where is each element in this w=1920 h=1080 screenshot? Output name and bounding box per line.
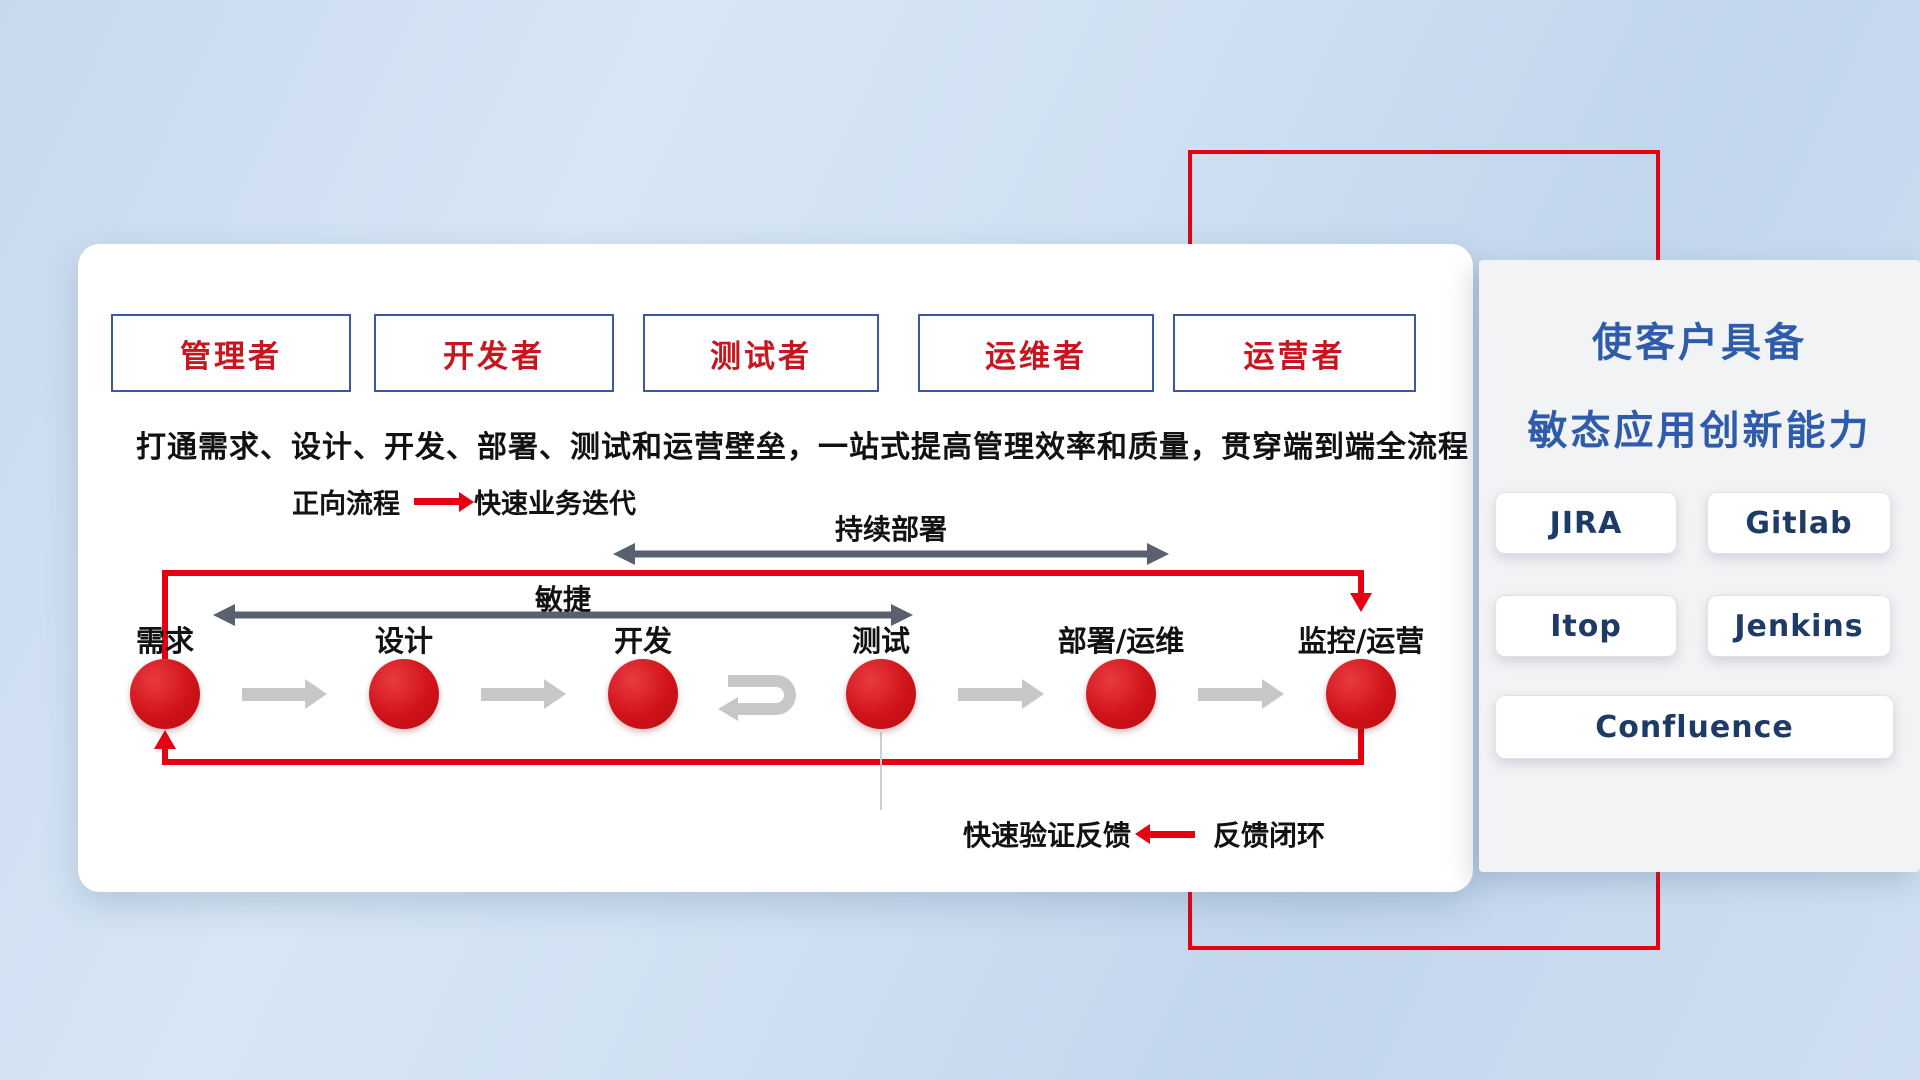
role-box-operator: 运营者 [1173,314,1416,392]
node-label-test: 测试 [851,624,910,658]
node-label-monitor: 监控/运营 [1297,624,1425,658]
role-label: 开发者 [443,338,545,375]
tool-chip-jenkins: Jenkins [1707,595,1891,657]
role-label: 测试者 [710,338,812,375]
tool-label: JIRA [1549,505,1623,541]
role-label: 管理者 [180,338,282,375]
agile-label: 敏捷 [534,583,591,616]
role-box-ops: 运维者 [918,314,1154,392]
capability-title-line2: 敏态应用创新能力 [1527,408,1872,454]
node-label-deploy-ops: 部署/运维 [1057,624,1185,658]
forward-arrow-icon [414,498,460,505]
tool-label: Confluence [1595,709,1794,745]
role-box-manager: 管理者 [111,314,351,392]
tool-chip-gitlab: Gitlab [1707,492,1891,554]
forward-legend-value: 快速业务迭代 [474,489,636,520]
iteration-loop-icon [728,675,796,715]
node-circle-develop [608,659,678,729]
feedback-label: 快速验证反馈 [963,819,1132,852]
continuous-deploy-right-arrow-icon [1147,543,1169,565]
node-circle-test [846,659,916,729]
tool-chip-jira: JIRA [1495,492,1677,554]
feedback-loop-arrow-icon [154,730,176,749]
node-circle-monitor [1326,659,1396,729]
feedback-loop-line [162,729,1364,765]
forward-legend-label: 正向流程 [292,489,400,520]
tool-chip-itop: Itop [1495,595,1677,657]
role-box-developer: 开发者 [374,314,614,392]
workflow-panel: 管理者 开发者 测试者 运维者 运营者 打通需求、设计、开发、部署、测试和运营壁… [78,244,1473,892]
iteration-loop-arrow-icon [718,697,738,721]
feedback-arrow-icon [1149,830,1196,838]
role-label: 运营者 [1243,338,1346,375]
role-label: 运维者 [985,338,1087,375]
node-label-requirement: 需求 [135,624,194,658]
node-circle-deploy-ops [1086,659,1156,729]
feedback-legend: 快速验证反馈 反馈闭环 [963,814,1325,854]
node-circle-requirement [130,659,200,729]
tool-label: Itop [1550,608,1622,644]
role-box-tester: 测试者 [643,314,879,392]
tool-label: Gitlab [1745,505,1853,541]
feedback-value: 反馈闭环 [1213,819,1326,852]
workflow-headline: 打通需求、设计、开发、部署、测试和运营壁垒，一站式提高管理效率和质量，贯穿端到端… [136,430,1469,465]
continuous-deploy-label: 持续部署 [834,513,947,546]
capability-panel: 使客户具备 敏态应用创新能力 JIRA Gitlab Itop Jenkins … [1479,260,1920,872]
tool-label: Jenkins [1734,608,1864,644]
forward-loop-arrow-icon [1350,593,1372,612]
forward-legend: 正向流程 快速业务迭代 [292,482,636,521]
node-label-develop: 开发 [613,624,672,658]
capability-title-line1: 使客户具备 [1592,320,1807,366]
tool-chip-confluence: Confluence [1495,695,1894,759]
continuous-deploy-left-arrow-icon [613,543,635,565]
node-label-design: 设计 [374,624,433,658]
node-circle-design [369,659,439,729]
